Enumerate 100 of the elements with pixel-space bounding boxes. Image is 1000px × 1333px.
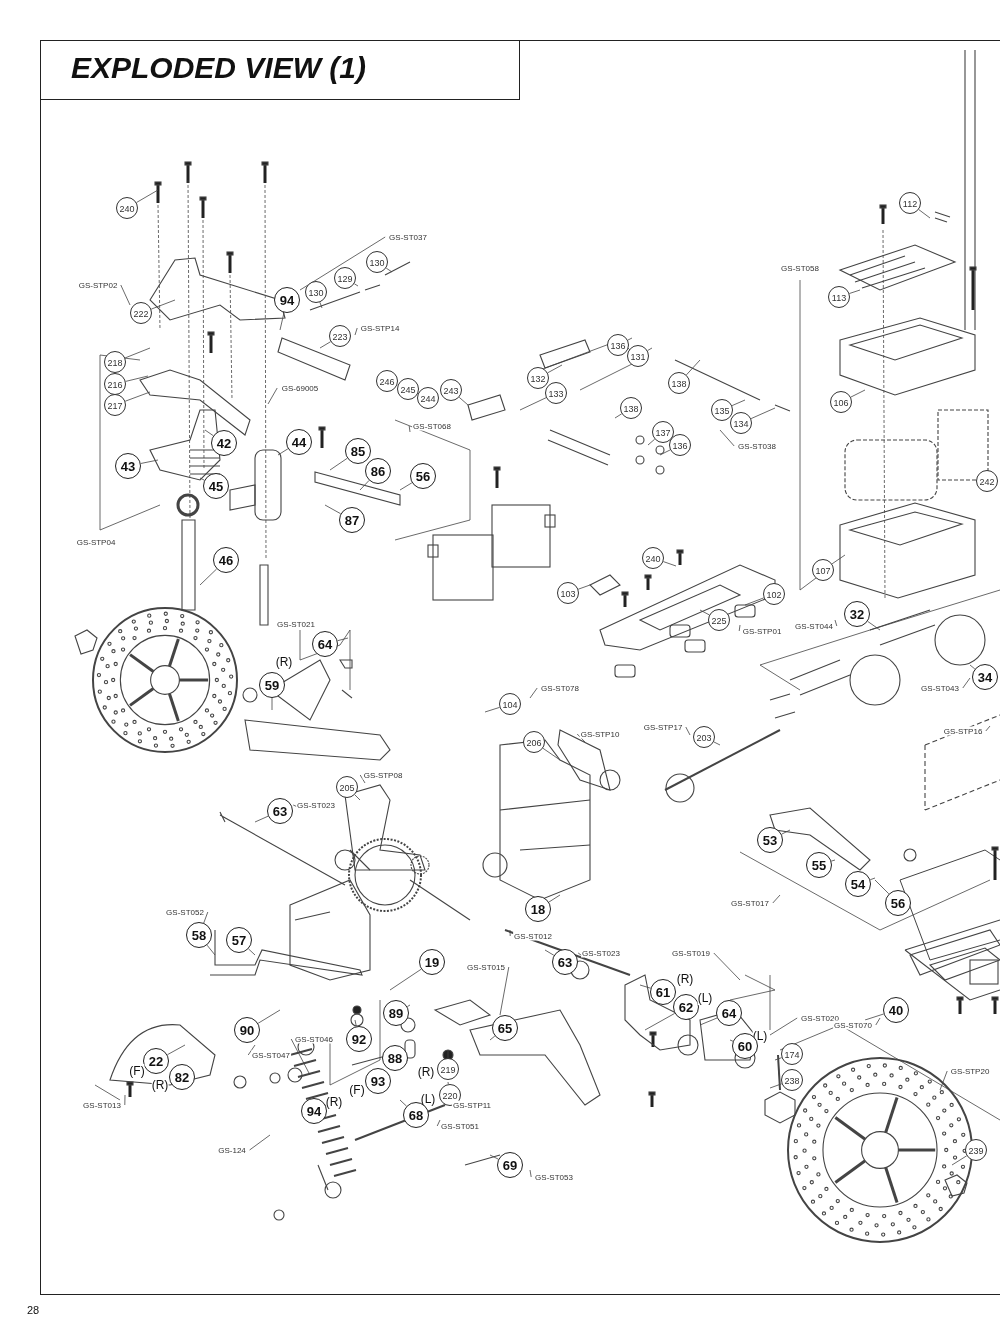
side-mark: (R) — [417, 1065, 435, 1079]
callout-number: 106 — [830, 391, 852, 413]
part-code: GS-124 — [217, 1145, 247, 1155]
part-code: GS-ST015 — [466, 962, 506, 972]
callout-number: 137 — [652, 421, 674, 443]
part-code: GS-ST012 — [513, 931, 553, 941]
callout-number: 138 — [668, 372, 690, 394]
callout-number: 240 — [642, 547, 664, 569]
callout-number: 216 — [104, 373, 126, 395]
part-code: GS-STP04 — [75, 537, 117, 547]
callout-number: 42 — [211, 430, 237, 456]
side-mark: (L) — [697, 991, 713, 1005]
callout-number: 225 — [708, 609, 730, 631]
callout-number: 174 — [781, 1043, 803, 1065]
callout-number: 130 — [366, 251, 388, 273]
page-title: EXPLODED VIEW (1) — [71, 51, 367, 85]
callout-number: 65 — [492, 1015, 518, 1041]
callout-number: 93 — [365, 1068, 391, 1094]
callout-number: 56 — [410, 463, 436, 489]
callout-number: 138 — [620, 397, 642, 419]
callout-number: 64 — [312, 631, 338, 657]
side-mark: (R) — [676, 972, 694, 986]
part-code: GS-ST046 — [294, 1034, 334, 1044]
callout-number: 18 — [525, 896, 551, 922]
callout-number: 136 — [669, 434, 691, 456]
part-code: GS-STP02 — [77, 280, 119, 290]
callout-number: 92 — [346, 1026, 372, 1052]
callout-number: 22 — [143, 1048, 169, 1074]
side-mark: (F) — [129, 1064, 145, 1078]
part-code: GS-ST019 — [671, 948, 711, 958]
callout-number: 94 — [301, 1098, 327, 1124]
callout-number: 56 — [885, 890, 911, 916]
callout-number: 134 — [730, 412, 752, 434]
callout-number: 240 — [116, 197, 138, 219]
part-code: GS-ST021 — [276, 619, 316, 629]
callout-number: 104 — [499, 693, 521, 715]
callout-number: 245 — [397, 378, 419, 400]
callout-number: 82 — [169, 1064, 195, 1090]
callout-number: 129 — [334, 267, 356, 289]
callout-number: 59 — [259, 672, 285, 698]
callout-number: 136 — [607, 334, 629, 356]
part-code: GS-STP08 — [362, 770, 404, 780]
part-code: GS-STP10 — [579, 729, 621, 739]
part-code: GS-ST038 — [737, 441, 777, 451]
callout-number: 57 — [226, 927, 252, 953]
callout-number: 54 — [845, 871, 871, 897]
part-code: GS-ST058 — [780, 263, 820, 273]
part-code: GS-STP11 — [451, 1100, 493, 1110]
part-code: GS-ST051 — [440, 1121, 480, 1131]
callout-number: 112 — [899, 192, 921, 214]
callout-number: 238 — [781, 1069, 803, 1091]
callout-number: 203 — [693, 726, 715, 748]
callout-number: 34 — [972, 664, 998, 690]
part-code: GS-STP17 — [642, 722, 684, 732]
callout-number: 131 — [627, 345, 649, 367]
side-mark: (R) — [325, 1095, 343, 1109]
part-code: GS-ST078 — [540, 683, 580, 693]
callout-number: 244 — [417, 387, 439, 409]
callout-number: 133 — [545, 382, 567, 404]
callout-number: 63 — [552, 949, 578, 975]
callout-number: 32 — [844, 601, 870, 627]
part-code: GS-ST043 — [920, 683, 960, 693]
side-mark: (F) — [349, 1083, 365, 1097]
part-code: GS-ST068 — [412, 421, 452, 431]
callout-number: 43 — [115, 453, 141, 479]
callout-number: 63 — [267, 798, 293, 824]
callout-number: 64 — [716, 1000, 742, 1026]
callout-number: 88 — [382, 1045, 408, 1071]
callout-number: 46 — [213, 547, 239, 573]
part-code: GS-STP16 — [942, 726, 984, 736]
callout-number: 53 — [757, 827, 783, 853]
callout-number: 85 — [345, 438, 371, 464]
callout-number: 243 — [440, 379, 462, 401]
side-mark: (R) — [151, 1078, 169, 1092]
callout-number: 130 — [305, 281, 327, 303]
callout-number: 107 — [812, 559, 834, 581]
callout-number: 62 — [673, 994, 699, 1020]
callout-number: 132 — [527, 367, 549, 389]
callout-number: 217 — [104, 394, 126, 416]
callout-number: 58 — [186, 922, 212, 948]
callout-number: 113 — [828, 286, 850, 308]
callout-number: 218 — [104, 351, 126, 373]
callout-number: 89 — [383, 1000, 409, 1026]
callout-number: 135 — [711, 399, 733, 421]
part-code: GS-STP14 — [359, 323, 401, 333]
part-code: GS-ST017 — [730, 898, 770, 908]
callout-number: 87 — [339, 507, 365, 533]
callout-number: 86 — [365, 458, 391, 484]
callout-number: 222 — [130, 302, 152, 324]
callout-number: 61 — [650, 979, 676, 1005]
callout-number: 45 — [203, 473, 229, 499]
part-code: GS-69005 — [280, 383, 320, 393]
callout-number: 206 — [523, 731, 545, 753]
callout-number: 205 — [336, 776, 358, 798]
part-code: GS-STP01 — [741, 626, 783, 636]
part-code: GS-ST053 — [534, 1172, 574, 1182]
part-code: GS-STP20 — [949, 1066, 991, 1076]
callout-number: 103 — [557, 582, 579, 604]
part-code: GS-ST052 — [165, 907, 205, 917]
callout-number: 223 — [329, 325, 351, 347]
